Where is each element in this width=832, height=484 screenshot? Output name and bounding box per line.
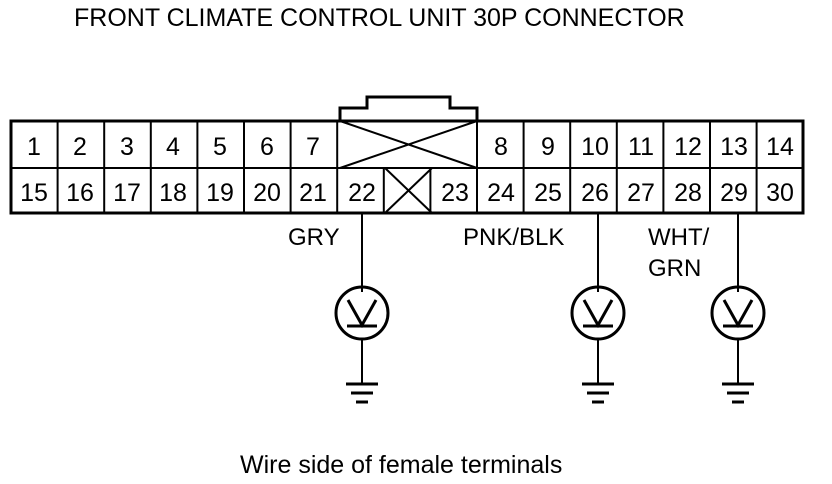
pin-label: 9 [541,133,555,161]
pin-label: 27 [627,179,655,207]
pin-label: 14 [766,133,794,161]
ground-icon [346,382,378,404]
connector-lock-tab [338,95,479,121]
pin-label: 3 [120,133,134,161]
pin-label: 19 [206,179,234,207]
probe-pin-26: PNK/BLK [463,213,626,404]
pin-label: 15 [20,179,48,207]
pin-label: 24 [487,179,515,207]
wire-color-label-line1: WHT/ [648,224,710,251]
pin-label: 30 [766,179,794,207]
pin-label: 2 [73,133,87,161]
pin-label: 26 [581,179,609,207]
ground-icon [722,382,754,404]
pin-label: 4 [166,133,180,161]
pin-label: 20 [253,179,281,207]
voltmeter-icon [710,285,766,341]
wire-color-label-line2: GRN [648,255,701,282]
pin-label: 7 [306,133,320,161]
probe-pin-22: GRY [288,213,390,404]
pin-label: 11 [628,133,654,161]
pin-label: 16 [66,179,94,207]
diagram-title: FRONT CLIMATE CONTROL UNIT 30P CONNECTOR [74,4,685,32]
pin-label: 22 [348,179,376,207]
wire-color-label: GRY [288,224,340,251]
ground-icon [582,382,614,404]
pin-label: 28 [674,179,702,207]
pin-label: 13 [720,133,748,161]
pin-label: 10 [581,133,609,161]
pin-label: 25 [534,179,562,207]
blank-cavity-top [339,120,478,169]
diagram-caption: Wire side of female terminals [240,451,562,479]
pin-label: 1 [27,133,41,161]
pin-label: 29 [720,179,748,207]
voltmeter-icon [334,285,390,341]
pin-label: 23 [441,179,469,207]
wire-color-label: PNK/BLK [463,224,564,251]
pin-label: 8 [494,133,508,161]
pin-label: 12 [674,133,702,161]
bottom-row-cells [56,168,758,213]
pin-label: 18 [159,179,187,207]
pin-label: 17 [113,179,141,207]
pin-label: 5 [213,133,227,161]
top-row-cells [56,121,758,168]
probe-pin-29: WHT/ GRN [648,213,766,404]
pin-label: 21 [299,179,327,207]
pin-label: 6 [260,133,274,161]
voltmeter-icon [570,285,626,341]
blank-cavity-bottom [384,167,433,214]
